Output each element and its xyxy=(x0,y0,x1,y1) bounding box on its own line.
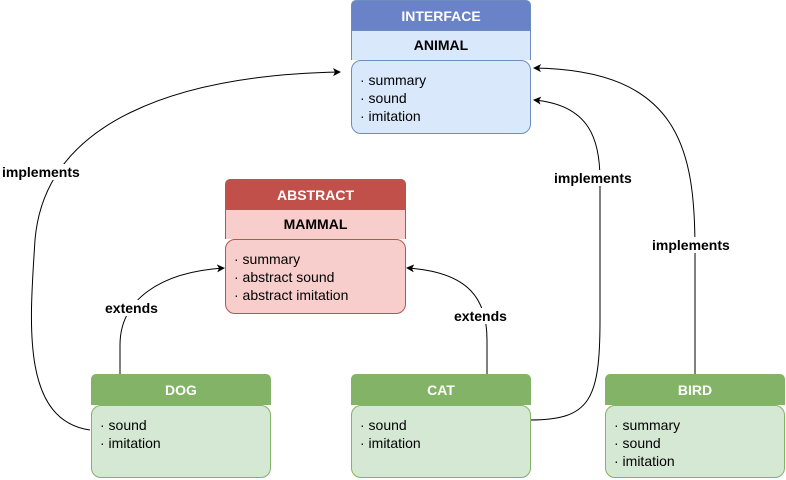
animal-member: · imitation xyxy=(360,108,421,124)
bird-member: · summary xyxy=(614,417,681,433)
dog-member: · imitation xyxy=(100,435,161,451)
cat-member: · imitation xyxy=(360,435,421,451)
dog-implements-label: implements xyxy=(1,164,81,180)
animal-member: · sound xyxy=(360,90,407,106)
bird-members: · summary · sound · imitation xyxy=(605,405,785,478)
mammal-member: · abstract imitation xyxy=(234,287,349,303)
dog-extends-label: extends xyxy=(104,300,159,316)
dog-class-node: DOG · sound · imitation xyxy=(91,374,271,478)
dog-extends-edge xyxy=(119,264,225,375)
dog-implements-edge xyxy=(30,68,341,431)
cat-members: · sound · imitation xyxy=(351,405,531,478)
mammal-abstract-node: ABSTRACT MAMMAL · summary · abstract sou… xyxy=(225,179,406,314)
cat-extends-edge xyxy=(406,264,488,375)
mammal-member: · summary xyxy=(234,251,301,267)
mammal-stereotype: ABSTRACT xyxy=(225,179,406,210)
cat-class-node: CAT · sound · imitation xyxy=(351,374,531,478)
animal-member: · summary xyxy=(360,72,427,88)
animal-members: · summary · sound · imitation xyxy=(351,60,531,134)
dog-members: · sound · imitation xyxy=(91,405,271,478)
cat-implements-edge xyxy=(529,96,601,421)
bird-member: · imitation xyxy=(614,453,675,469)
mammal-member: · abstract sound xyxy=(234,269,335,285)
animal-interface-node: INTERFACE ANIMAL · summary · sound · imi… xyxy=(351,0,531,134)
mammal-members: · summary · abstract sound · abstract im… xyxy=(225,239,406,314)
bird-name: BIRD xyxy=(605,374,785,405)
dog-name: DOG xyxy=(91,374,271,405)
cat-name: CAT xyxy=(351,374,531,405)
mammal-name: MAMMAL xyxy=(225,210,406,239)
bird-implements-edge xyxy=(533,64,696,375)
cat-member: · sound xyxy=(360,417,407,433)
cat-implements-label: implements xyxy=(553,170,633,186)
bird-implements-label: implements xyxy=(651,237,731,253)
animal-name: ANIMAL xyxy=(351,31,531,60)
bird-class-node: BIRD · summary · sound · imitation xyxy=(605,374,785,478)
bird-member: · sound xyxy=(614,435,661,451)
cat-extends-label: extends xyxy=(453,308,508,324)
dog-member: · sound xyxy=(100,417,147,433)
animal-stereotype: INTERFACE xyxy=(351,0,531,31)
